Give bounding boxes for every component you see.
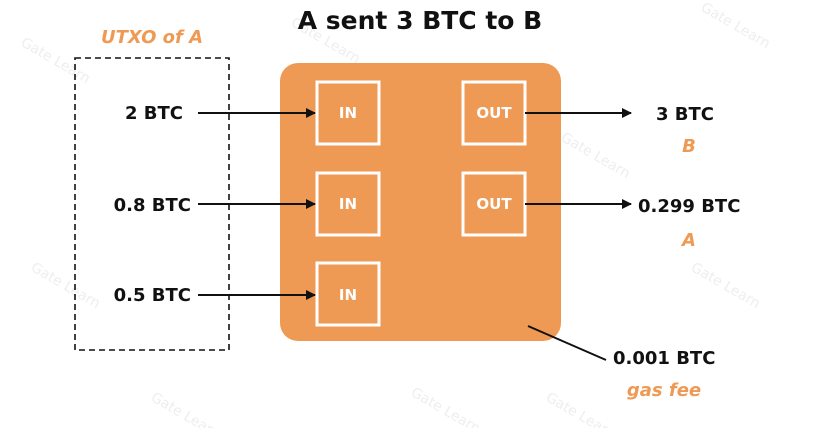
input-box-1-label: IN (339, 104, 357, 122)
watermark-logo: Gate Learn (543, 390, 618, 428)
input-amount-2: 0.8 BTC (114, 195, 191, 216)
fee-label: gas fee (627, 380, 701, 401)
diagram-title: A sent 3 BTC to B (298, 6, 542, 35)
watermark-logo: Gate Learn (408, 385, 483, 428)
input-box-1 (315, 80, 381, 146)
watermark-logo: Gate Learn (18, 35, 93, 87)
watermark-logo: Gate Learn (148, 390, 223, 428)
watermark-logo: Gate Learn (28, 260, 103, 312)
output-amount-1: 3 BTC (656, 104, 714, 125)
output-recipient-2: A (680, 230, 696, 251)
output-box-2-label: OUT (476, 195, 512, 213)
transaction-block (280, 63, 561, 341)
watermark-logo: Gate Learn (698, 0, 773, 52)
watermark-logo: Gate Learn (558, 130, 633, 182)
output-recipient-1: B (682, 136, 696, 157)
utxo-group-label: UTXO of A (101, 27, 203, 48)
input-box-3-label: IN (339, 286, 357, 304)
output-amount-2: 0.299 BTC (638, 196, 740, 217)
input-amount-3: 0.5 BTC (114, 285, 191, 306)
input-box-2-label: IN (339, 195, 357, 213)
input-amount-1: 2 BTC (125, 103, 183, 124)
input-box-2 (315, 171, 381, 237)
output-box-1-label: OUT (476, 104, 512, 122)
watermark-logo: Gate Learn (688, 260, 763, 312)
fee-amount: 0.001 BTC (613, 348, 715, 369)
input-box-3 (315, 261, 381, 327)
fee-pointer-line (527, 325, 607, 361)
